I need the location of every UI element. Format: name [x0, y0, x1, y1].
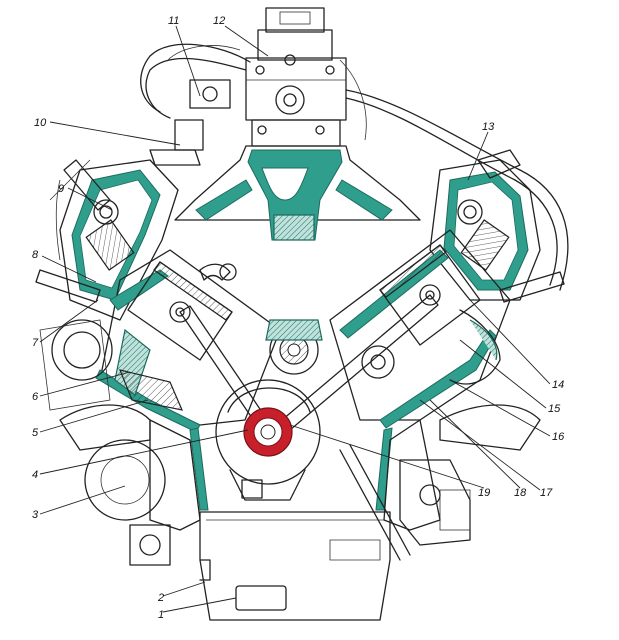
leader-lines [39, 25, 551, 613]
camshaft [265, 319, 323, 375]
callout-13: 13 [482, 121, 495, 133]
left-cylinder-bank [95, 249, 281, 433]
callout-11: 11 [168, 15, 179, 27]
callout-7: 7 [32, 337, 39, 349]
callout-16: 16 [552, 431, 565, 443]
oil-pan [199, 511, 391, 621]
block-lower [59, 404, 541, 531]
accessories-left [39, 319, 171, 566]
callout-8: 8 [32, 249, 39, 261]
callout-10: 10 [34, 117, 47, 129]
callout-2: 2 [157, 592, 164, 604]
callout-9: 9 [58, 183, 64, 195]
callout-14: 14 [552, 379, 564, 391]
callout-19: 19 [478, 487, 490, 499]
intake-manifold [174, 145, 421, 241]
right-cylinder-bank [329, 229, 511, 429]
carburetor [245, 7, 347, 147]
callout-5: 5 [32, 427, 39, 439]
crankshaft [215, 379, 321, 501]
callout-1: 1 [158, 609, 164, 621]
right-head [429, 149, 565, 303]
callout-12: 12 [213, 15, 225, 27]
callout-15: 15 [548, 403, 561, 415]
callout-labels: 1 2 3 4 5 6 7 8 9 10 11 12 13 14 15 16 1… [32, 15, 565, 621]
intake-tubes-left [140, 43, 251, 166]
left-head [35, 159, 179, 321]
callout-6: 6 [32, 391, 39, 403]
callout-17: 17 [540, 487, 553, 499]
callout-3: 3 [32, 509, 39, 521]
tubes-right [339, 59, 569, 291]
callout-18: 18 [514, 487, 527, 499]
callout-4: 4 [32, 469, 38, 481]
